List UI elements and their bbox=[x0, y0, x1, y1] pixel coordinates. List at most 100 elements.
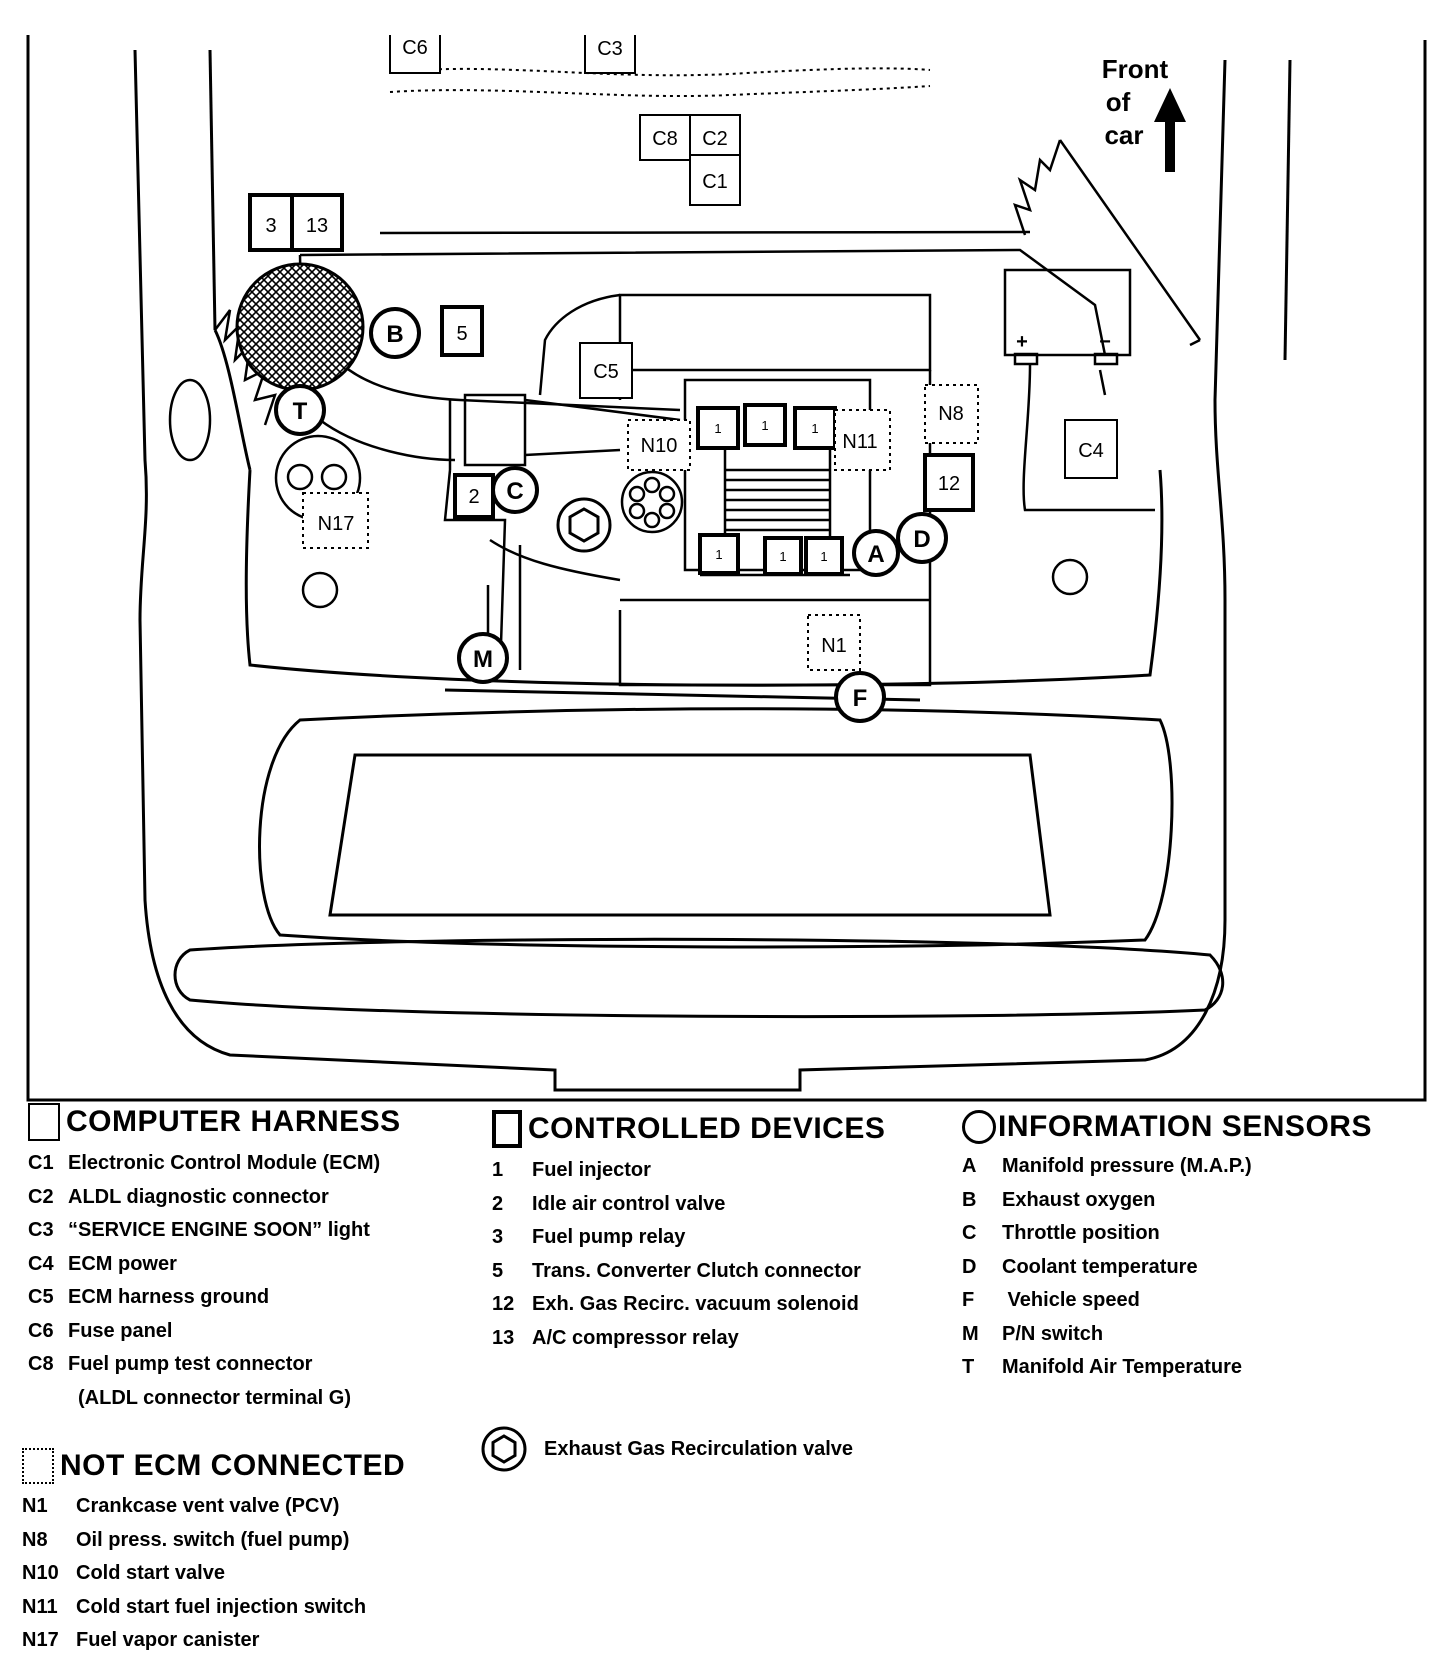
front-label-1: Front bbox=[1102, 54, 1169, 84]
controlled-devices-heading: CONTROLLED DEVICES bbox=[528, 1112, 886, 1145]
sensor-d-circle bbox=[896, 512, 948, 564]
computer-harness-heading: COMPUTER HARNESS bbox=[66, 1105, 401, 1138]
battery-positive-label: + bbox=[1016, 331, 1028, 353]
c5-label: C5 bbox=[593, 361, 619, 383]
washer-reservoir bbox=[168, 378, 212, 462]
front-of-car-indicator: Front of car bbox=[1102, 54, 1186, 172]
sensor-a-label: A bbox=[867, 541, 884, 568]
egr-valve-symbol-icon bbox=[481, 1426, 527, 1472]
engine-compartment-diagram: + − bbox=[26, 35, 1427, 1102]
sensor-b-label: B bbox=[386, 321, 403, 348]
injector-1a-label: 1 bbox=[714, 421, 721, 436]
right-fender-well bbox=[1022, 364, 1155, 512]
egr-valve bbox=[556, 497, 612, 553]
circle-symbol-icon bbox=[962, 1110, 996, 1144]
c1-box bbox=[689, 154, 741, 206]
injector-1d-box bbox=[698, 533, 740, 575]
relay-3-box bbox=[248, 193, 294, 252]
relay-13-label: 13 bbox=[306, 215, 328, 237]
n1-box bbox=[807, 614, 861, 671]
legend-egr: Exhaust Gas Recirculation valve bbox=[480, 1425, 853, 1473]
throttle-body bbox=[443, 393, 681, 676]
c3-box bbox=[584, 35, 636, 74]
not-ecm-heading: NOT ECM CONNECTED bbox=[60, 1449, 406, 1482]
legend-item: F Vehicle speed bbox=[962, 1289, 1140, 1311]
air-cleaner bbox=[235, 262, 365, 392]
battery bbox=[1003, 268, 1132, 366]
sensor-a-circle bbox=[852, 529, 900, 577]
relay-3-label: 3 bbox=[265, 215, 276, 237]
injector-1a-box bbox=[696, 406, 740, 450]
sensor-t-label: T bbox=[293, 398, 308, 425]
injector-1b-label: 1 bbox=[761, 418, 768, 433]
injector-1e-box bbox=[763, 536, 803, 576]
legend-information-sensors-title: INFORMATION SENSORS bbox=[962, 1110, 1372, 1144]
sensor-t-circle bbox=[274, 384, 326, 436]
c6-box bbox=[389, 35, 441, 74]
right-hood-hinge bbox=[1013, 139, 1202, 347]
sensor-c-label: C bbox=[506, 478, 523, 505]
information-sensors-heading: INFORMATION SENSORS bbox=[998, 1110, 1372, 1143]
thick-square-symbol-icon bbox=[492, 1110, 522, 1148]
injector-1f-label: 1 bbox=[820, 549, 827, 564]
legend-item: (ALDL connector terminal G) bbox=[78, 1386, 351, 1409]
c4-box bbox=[1064, 419, 1118, 479]
egr-legend-text: Exhaust Gas Recirculation valve bbox=[544, 1437, 854, 1460]
sensor-m-label: M bbox=[473, 646, 493, 673]
front-arrow-icon bbox=[1154, 88, 1186, 172]
c3-label: C3 bbox=[597, 38, 623, 60]
injector-1c-label: 1 bbox=[811, 421, 818, 436]
fuse-panel-edge bbox=[389, 67, 931, 98]
legend-item: C3“SERVICE ENGINE SOON” light bbox=[28, 1219, 370, 1241]
front-label-3: car bbox=[1104, 120, 1143, 150]
square-symbol-icon bbox=[28, 1103, 60, 1141]
c4-label: C4 bbox=[1078, 440, 1104, 462]
c5-box bbox=[579, 342, 633, 399]
egr-valve-hex bbox=[568, 507, 600, 543]
n8-label: N8 bbox=[938, 403, 964, 425]
mount-hole-right bbox=[1051, 558, 1089, 596]
c1-label: C1 bbox=[702, 171, 728, 193]
sensor-b-circle bbox=[369, 307, 421, 359]
legend-not-ecm-title: NOT ECM CONNECTED bbox=[22, 1448, 405, 1484]
battery-negative-label: − bbox=[1099, 331, 1111, 353]
legend-computer-harness-title: COMPUTER HARNESS bbox=[28, 1103, 401, 1141]
iac-2-label: 2 bbox=[468, 486, 479, 508]
injector-1b-box bbox=[743, 403, 787, 447]
front-label-2: of bbox=[1106, 87, 1131, 117]
dotted-square-symbol-icon bbox=[22, 1448, 54, 1484]
tcc-connector-5-box bbox=[440, 305, 484, 357]
c2-box bbox=[689, 114, 741, 156]
injector-1d-label: 1 bbox=[715, 547, 722, 562]
c2-label: C2 bbox=[702, 128, 728, 150]
legend-controlled-devices-title: CONTROLLED DEVICES bbox=[492, 1110, 885, 1148]
injector-1e-label: 1 bbox=[779, 549, 786, 564]
egr-solenoid-12-label: 12 bbox=[938, 473, 960, 495]
cold-start-valve-cluster bbox=[620, 470, 684, 534]
egr-solenoid-12-box bbox=[923, 453, 975, 512]
tcc-5-label: 5 bbox=[456, 323, 467, 345]
n11-box bbox=[834, 409, 891, 471]
sensor-f-label: F bbox=[853, 685, 868, 712]
injector-1f-box bbox=[804, 536, 844, 576]
n11-label: N11 bbox=[842, 431, 877, 453]
